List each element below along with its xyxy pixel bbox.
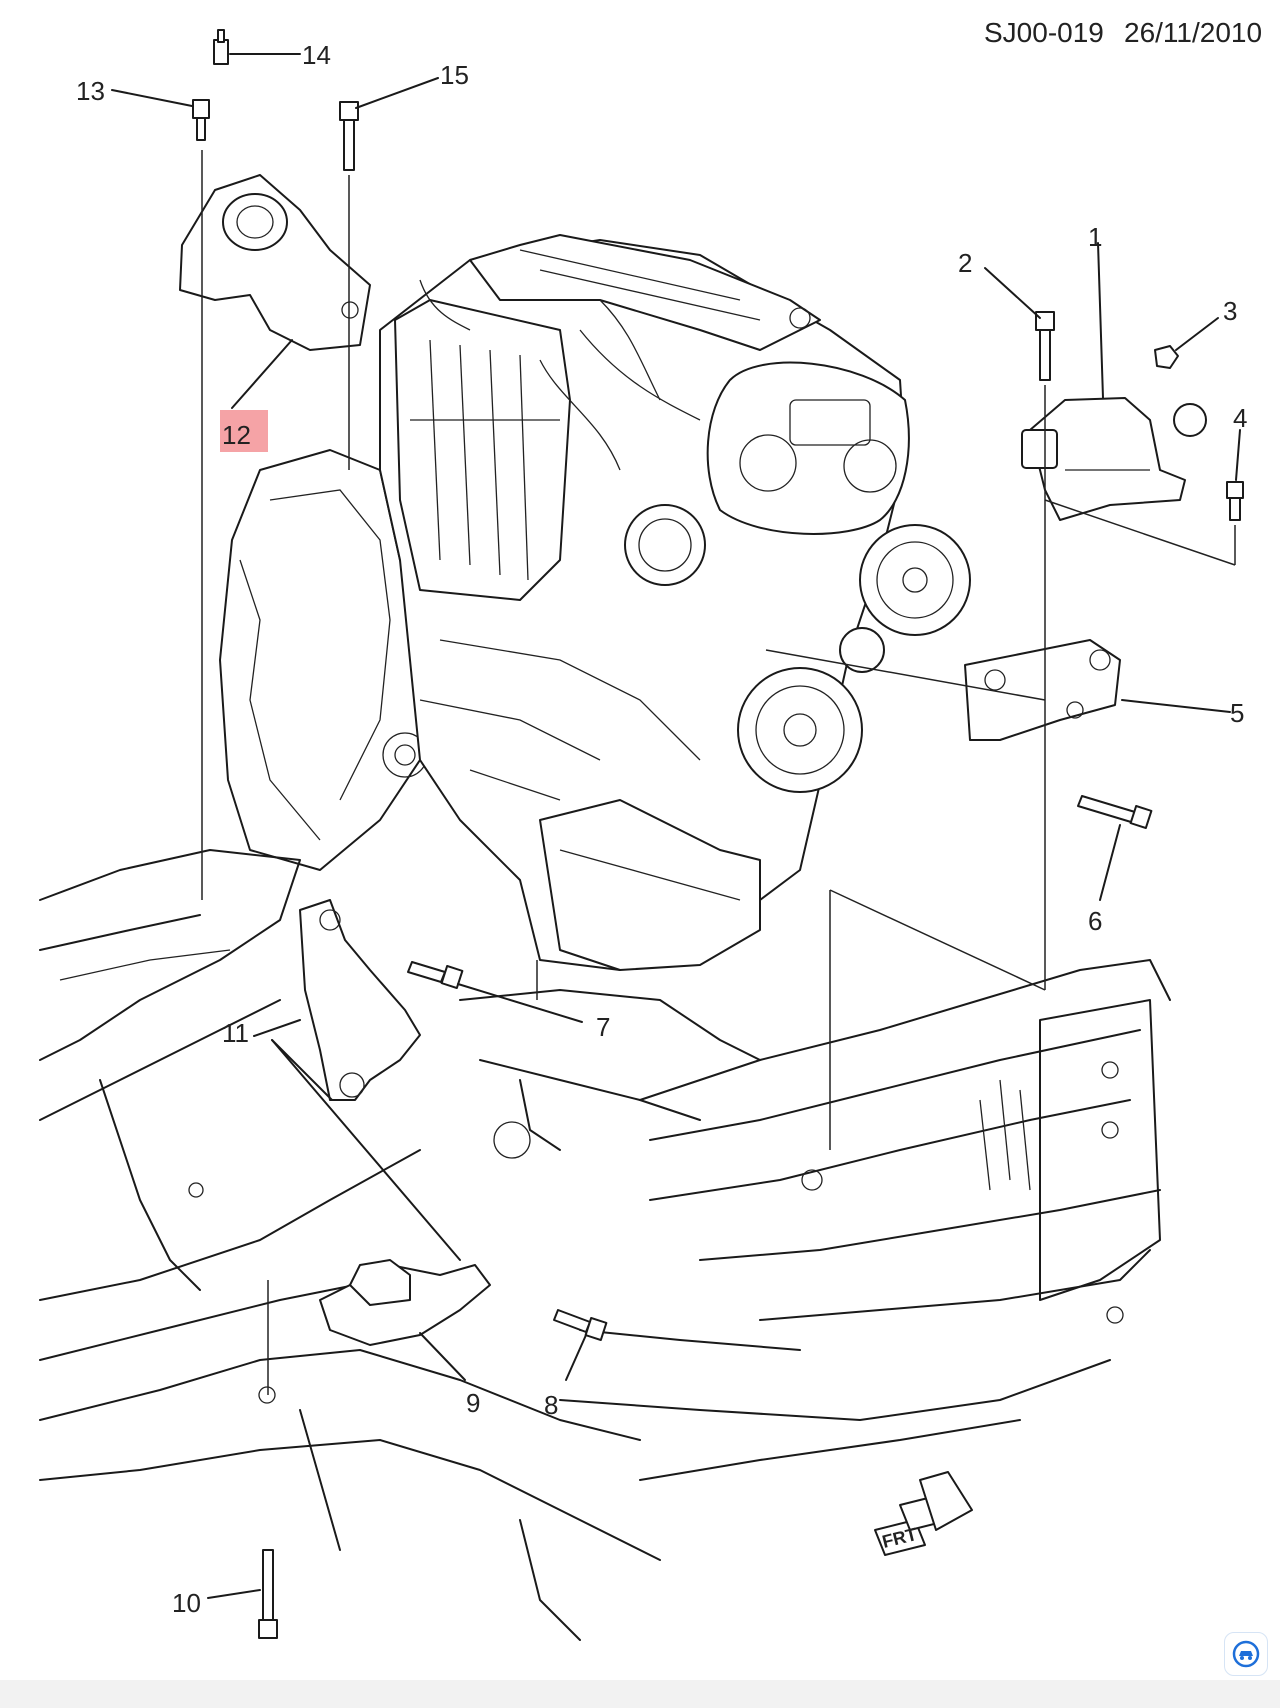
leader-lines (111, 53, 1241, 1599)
diagram-code: SJ00-019 (984, 17, 1104, 48)
callout-3: 3 (1223, 296, 1237, 326)
callout-12: 12 (222, 420, 251, 450)
callout-13: 13 (76, 76, 105, 106)
nut-3 (1154, 345, 1179, 369)
right-mount-bracket (964, 639, 1121, 741)
bolt-14 (213, 29, 229, 65)
bolt-2 (1035, 311, 1055, 381)
engine-assembly (219, 234, 971, 971)
bolt-8 (553, 1309, 608, 1342)
car-logo-icon (1224, 1632, 1268, 1676)
bolt-7 (407, 961, 464, 990)
lower-engine-mount-bracket (299, 899, 421, 1101)
bolt-6 (1077, 795, 1153, 830)
callout-8: 8 (544, 1390, 558, 1420)
callout-7: 7 (596, 1012, 610, 1042)
bolt-13 (192, 99, 210, 141)
callout-12-highlight (220, 410, 268, 452)
callout-15: 15 (440, 60, 469, 90)
callout-9: 9 (466, 1388, 480, 1418)
front-arrow-icon: FRT (874, 1471, 973, 1556)
diagram-date: 26/11/2010 (1124, 17, 1262, 48)
callout-5: 5 (1230, 698, 1244, 728)
callout-2: 2 (958, 248, 972, 278)
alignment-lines (201, 150, 1236, 1395)
callout-11: 11 (222, 1018, 249, 1048)
rear-engine-mount (319, 1259, 491, 1346)
bolt-15 (339, 101, 359, 171)
callout-6: 6 (1088, 906, 1102, 936)
callout-1: 1 (1088, 222, 1102, 252)
bolt-10 (258, 1549, 278, 1639)
bolt-4 (1226, 481, 1244, 521)
callout-14: 14 (302, 40, 331, 70)
footer-bar (0, 1680, 1280, 1708)
callout-10: 10 (172, 1588, 201, 1618)
body-subframe-structure (39, 849, 1171, 1641)
right-engine-mount (1021, 397, 1207, 521)
callout-4: 4 (1233, 403, 1247, 433)
left-engine-mount (179, 174, 371, 351)
